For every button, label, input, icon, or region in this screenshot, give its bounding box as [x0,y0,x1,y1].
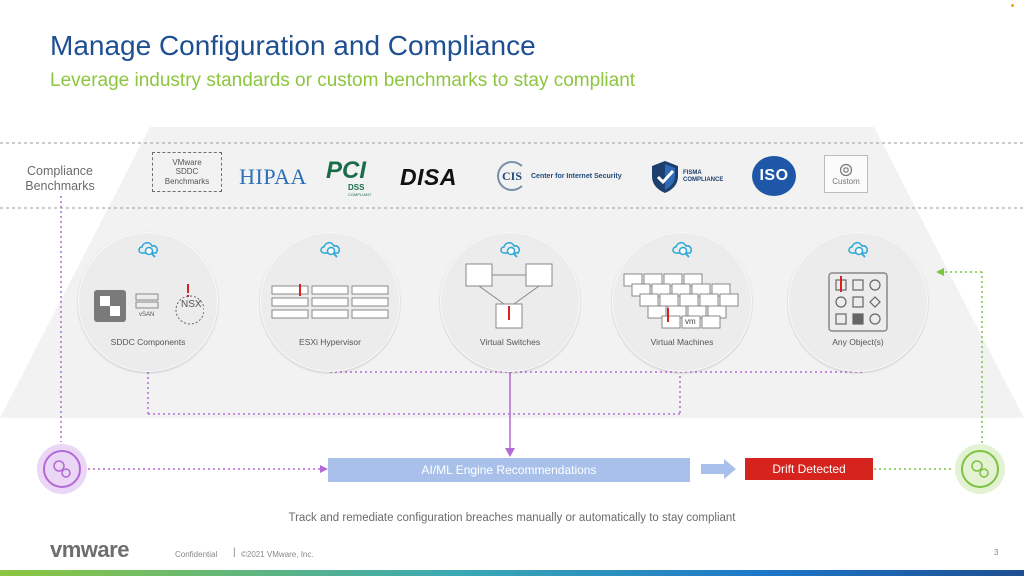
corner-dot [1011,4,1014,7]
cloud-search-icon [500,242,520,258]
footer-caption: Track and remediate configuration breach… [288,512,736,524]
target-label: Any Object(s) [832,337,884,347]
nsx-label: NSX [181,299,202,310]
virtual-switch-icon [465,263,553,329]
vmware-box-line-2: SDDC [175,167,199,177]
disa-text: DISA [400,163,457,190]
sddc-components-icon [94,284,204,325]
hipaa-logo: HIPAA [239,160,307,194]
fisma-line-2: COMPLIANCE [683,177,724,183]
cloud-search-icon [138,242,158,258]
pci-dss-text: DSS [348,183,365,192]
vmware-logo: vmware [50,537,129,562]
remediate-icon [955,444,1005,494]
target-label: Virtual Machines [650,337,714,347]
cloud-search-icon [320,242,340,258]
pci-dss-logo: PCI DSS COMPLIANT [326,156,378,200]
vm-label: vm [685,317,696,326]
cis-text: Center for Internet Security [531,172,622,180]
iso-globe: ISO [752,156,796,196]
cloud-search-icon [848,242,868,258]
gear-icon [839,163,853,176]
pci-text: PCI [326,157,367,184]
compliance-check-icon [37,444,87,494]
fisma-line-1: FISMA [683,170,702,176]
any-objects-icon [828,272,888,332]
cloud-search-icon [672,242,692,258]
server-rack-icon [271,284,389,319]
drift-detected-label: Drift Detected [772,462,846,476]
target-esxi-hypervisor: ESXi Hypervisor [260,232,400,372]
target-label: ESXi Hypervisor [299,337,361,347]
page-number: 3 [994,548,999,557]
drift-detected-box: Drift Detected [745,458,873,480]
target-virtual-switches: Virtual Switches [440,232,580,372]
fisma-logo: FISMA COMPLIANCE [650,157,730,197]
copyright-label: ©2021 VMware, Inc. [241,550,314,559]
virtual-machines-icon [623,273,739,329]
hipaa-text: HIPAA [239,164,307,189]
iso-logo: ISO [748,154,800,198]
confidential-label: Confidential [175,550,218,559]
vmware-sddc-benchmarks-badge: VMware SDDC Benchmarks [152,152,222,192]
page-subtitle: Leverage industry standards or custom be… [50,70,636,91]
target-label: Virtual Switches [479,337,541,347]
iso-text: ISO [759,167,789,184]
vsan-label: vSAN [139,312,155,318]
vmware-box-line-3: Benchmarks [164,176,210,186]
cis-mark: CIS [497,161,527,191]
target-virtual-machines: vm Virtual Machines [612,232,752,372]
target-sddc-components: vSAN NSX SDDC Components [78,232,218,372]
target-label: SDDC Components [110,337,186,347]
custom-label: Custom [832,176,860,186]
bottom-gradient-bar [0,570,1024,576]
cis-logo: CIS Center for Internet Security [497,158,647,194]
ai-ml-engine-box: AI/ML Engine Recommendations [328,458,690,482]
disa-logo: DISA [400,160,484,194]
footer-separator: | [233,547,236,558]
vmware-box-line-1: VMware [172,157,202,167]
compliance-benchmarks-label: Compliance Benchmarks [25,164,95,193]
shield-check-icon [652,161,678,193]
pci-compliant-text: COMPLIANT [348,192,372,197]
ai-ml-engine-label: AI/ML Engine Recommendations [421,463,597,477]
custom-benchmark-badge: Custom [824,155,868,193]
target-any-objects: Any Object(s) [788,232,928,372]
page-title: Manage Configuration and Compliance [50,30,536,61]
